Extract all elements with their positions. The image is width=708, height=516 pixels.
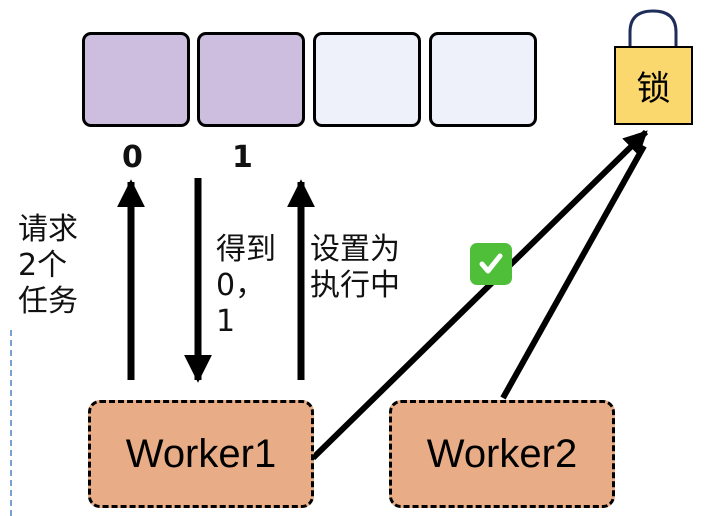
worker2-label: Worker2 bbox=[426, 431, 578, 476]
worker1-lock-arrow bbox=[310, 129, 649, 461]
check-glyph bbox=[479, 253, 503, 274]
worker2-box: Worker2 bbox=[389, 400, 615, 508]
worker1-box: Worker1 bbox=[88, 400, 314, 508]
index-label-1: 1 bbox=[232, 140, 253, 175]
padlock-shackle bbox=[628, 9, 678, 47]
array-slot-2 bbox=[313, 32, 421, 127]
lock-label: 锁 bbox=[636, 69, 671, 109]
set-running-label: 设置为 执行中 bbox=[310, 232, 400, 303]
array-slot-3 bbox=[429, 32, 537, 127]
array-slot-0 bbox=[82, 32, 190, 127]
worker2-lock-line bbox=[500, 144, 647, 400]
worker1-label: Worker1 bbox=[125, 431, 277, 476]
check-mark-icon bbox=[470, 243, 512, 285]
index-label-0: 0 bbox=[122, 140, 143, 175]
request-label: 请求 2个 任务 bbox=[18, 212, 78, 319]
left-dashed-edge bbox=[10, 330, 12, 516]
array-slot-1 bbox=[197, 32, 305, 127]
got-label: 得到 0， 1 bbox=[216, 232, 276, 339]
padlock-icon: 锁 bbox=[614, 46, 693, 125]
